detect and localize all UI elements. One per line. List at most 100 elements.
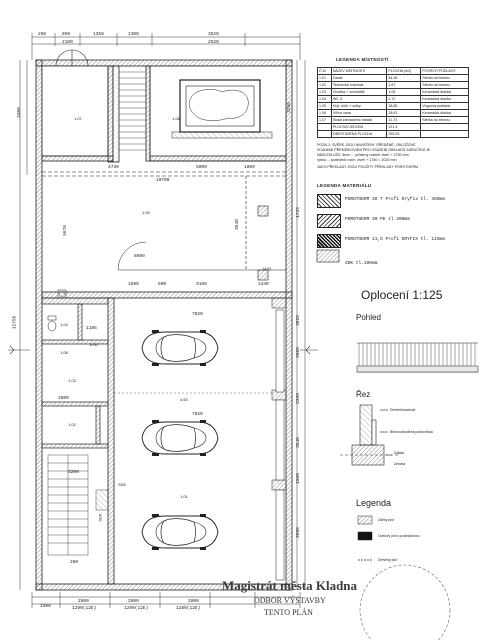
mark-1: 1420	[262, 266, 271, 271]
service-rooms	[41, 289, 109, 556]
garage	[41, 291, 293, 585]
notes-block: POZN.1: SVĚRE JSOU NAVRŽENY OŘEDĚNÉ, OBL…	[317, 143, 430, 170]
dim-top-4: 1300	[128, 32, 139, 37]
dim-inner-2: 5000	[196, 165, 207, 170]
dim-inner-11: 7020	[192, 312, 203, 317]
table-cell: 2,67	[386, 81, 422, 89]
section-label-1: Dřevěné/ocelové	[390, 408, 416, 412]
legend-item-2: Ocelový plot s podezdívkou	[378, 534, 420, 538]
table-cell: Technická místnost	[330, 81, 388, 89]
dim-inner-15: 2000	[58, 396, 69, 401]
table-cell	[317, 123, 332, 131]
dim-right-7: 1500	[295, 473, 301, 484]
legend-item-3: Dřevěný plot	[378, 558, 398, 562]
col-header: NÁZEV MÍSTNOSTI	[330, 67, 388, 75]
mark-3: 6.60	[90, 342, 98, 347]
room-tag-107: 1.07	[74, 116, 82, 121]
left-dimension-lines	[19, 60, 28, 590]
dim-inner-1: 4730	[108, 165, 119, 170]
table-cell: 1.04	[317, 95, 332, 103]
dim-top-3: 1350	[93, 32, 104, 37]
materials-title: LEGENDA MATERIÁLU	[317, 183, 372, 188]
dim-inner-5: 5670	[62, 225, 68, 236]
material-swatch	[317, 214, 341, 228]
fence-elevation-title: Pohled	[356, 313, 381, 322]
material-swatch	[317, 234, 341, 248]
dim-inner-10: 1340	[258, 282, 269, 287]
table-cell: 1.03	[317, 88, 332, 96]
table-cell: 1.02	[317, 81, 332, 89]
upper-rooms	[41, 65, 287, 163]
table-cell: 250,53	[386, 130, 422, 138]
material-swatches	[316, 249, 340, 263]
table-cell	[420, 123, 469, 131]
room-tag-108: 1.08	[60, 350, 68, 355]
table-cell: WC II	[330, 95, 388, 103]
dim-right-1: 3260	[286, 102, 292, 113]
dim-inner-8: 500	[158, 282, 167, 287]
dim-inner-12: 3540	[234, 219, 240, 230]
table-cell: 1.01	[317, 74, 332, 82]
outer-walls	[35, 59, 293, 591]
car-3	[141, 513, 219, 551]
material-swatch	[317, 194, 341, 208]
stamp-authority: Magistrát města Kladna	[222, 578, 358, 593]
section-markers	[8, 345, 318, 355]
dim-top-7: 2520	[208, 40, 219, 45]
dim-bottom-3: 2800	[128, 599, 139, 604]
room-tag-101: 1.01	[180, 494, 188, 499]
material-label: POROTHERM 30 PD tl.300mm	[345, 217, 410, 222]
official-stamp	[359, 564, 451, 640]
legend-item-1: Zděný plot	[378, 518, 394, 522]
table-cell: 11,74	[386, 116, 422, 124]
dim-top-6: 2100	[62, 40, 73, 45]
dim-left-1: 3400	[16, 107, 22, 118]
dim-bottom-1: 1500	[40, 604, 51, 609]
table-cell: Stěrka na betonu	[420, 116, 469, 124]
right-dimension-lines	[296, 60, 306, 590]
room-tag-sdk-1: SDK	[118, 482, 127, 487]
dim-top-5: 3520	[208, 32, 219, 37]
dim-bottom-4: 2800	[188, 599, 199, 604]
fence-elevation	[356, 342, 479, 373]
note-line: rybka ... podelvedí rozm. dveří + 1750 =…	[317, 158, 397, 162]
fence-title: Oplocení 1:125	[361, 288, 443, 302]
table-cell: Garáž	[330, 74, 388, 82]
room-tag-103: 1.03	[68, 378, 76, 383]
top-dimension-lines	[31, 33, 301, 60]
table-cell: Keramická dlažba	[420, 88, 469, 96]
fence-section	[340, 404, 400, 466]
dim-bottom-2: 2800	[78, 599, 89, 604]
table-cell	[420, 130, 469, 138]
section-label-2: Betonová/zděná podezdívka	[390, 430, 433, 434]
table-cell: Vsypová podlaha	[420, 102, 469, 110]
dim-inner-4: 10700	[156, 178, 170, 183]
gate-top-left	[55, 49, 89, 67]
table-cell: 1.05	[317, 102, 332, 110]
room-tag-104: 1.04	[60, 322, 68, 327]
rooms-legend-title: LEGENDA MÍSTNOSTÍ	[336, 57, 389, 62]
dim-top-2: 850	[62, 32, 71, 37]
room-tag-105: 1.05	[142, 210, 150, 215]
dim-inner-13: 7020	[192, 412, 203, 417]
dim-left-2: 12750	[12, 315, 18, 330]
section-label-3: Základ	[394, 451, 405, 455]
material-row-4: SDK tl.100mm	[317, 258, 492, 272]
note-line: NÁSLEDUJÍCÍ: 8mm ... průstrný rozměr dve…	[317, 153, 409, 157]
dim-inner-6: 8600	[134, 254, 145, 259]
table-cell: Sklad zahradního nářadí	[330, 116, 388, 124]
dim-inner-14: 1195	[86, 326, 97, 331]
table-header-row: Č.M. NÁZEV MÍSTNOSTI PLOCHA (m2) POVRCH …	[317, 67, 469, 75]
material-row-3: POROTHERM 11,5 Profi DRYFIX tl. 115mm	[317, 234, 492, 248]
dim-inner-9: 3150	[196, 282, 207, 287]
dim-bottom-5: 1290(12E)	[72, 606, 97, 611]
table-cell: 84,36	[386, 74, 422, 82]
